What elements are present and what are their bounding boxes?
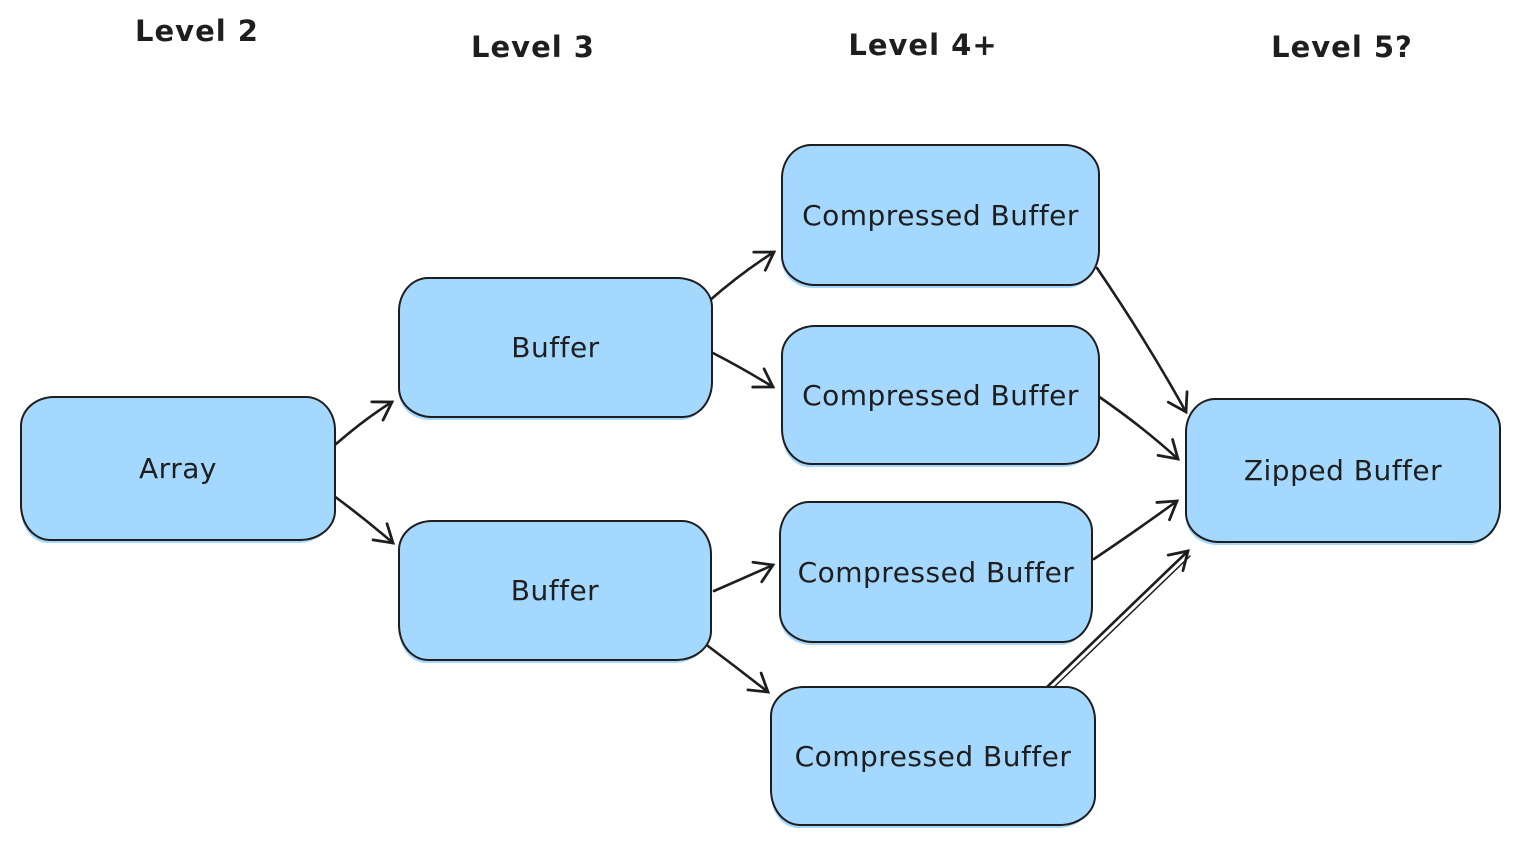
- edge-array-to-buffer-top: [334, 400, 395, 446]
- node-array[interactable]: Array: [20, 396, 336, 541]
- column-header-level-4: Level 4+: [848, 28, 998, 62]
- node-buffer-top[interactable]: Buffer: [398, 277, 713, 418]
- edge-compressed-4-to-zipped: [1044, 549, 1190, 690]
- node-array-label: Array: [139, 452, 217, 485]
- column-header-level-3: Level 3: [471, 30, 595, 64]
- edge-array-to-buffer-bottom: [332, 494, 395, 545]
- node-compressed-buffer-4-label: Compressed Buffer: [794, 739, 1072, 773]
- node-zipped-buffer[interactable]: Zipped Buffer: [1185, 398, 1501, 543]
- column-header-level-5: Level 5?: [1271, 30, 1413, 64]
- edge-compressed-4-to-zipped-sketch-stroke: [1049, 555, 1191, 692]
- node-compressed-buffer-3-label: Compressed Buffer: [797, 555, 1075, 589]
- node-buffer-bottom[interactable]: Buffer: [398, 520, 712, 661]
- edge-compressed-3-to-zipped: [1092, 499, 1180, 561]
- node-compressed-buffer-2[interactable]: Compressed Buffer: [781, 325, 1100, 465]
- node-compressed-buffer-2-label: Compressed Buffer: [802, 378, 1079, 412]
- edge-compressed-2-to-zipped: [1096, 394, 1180, 461]
- edge-buffer-bottom-to-compressed-4: [702, 641, 771, 694]
- node-compressed-buffer-1[interactable]: Compressed Buffer: [781, 144, 1100, 286]
- node-compressed-buffer-3[interactable]: Compressed Buffer: [779, 501, 1093, 643]
- edge-compressed-1-to-zipped: [1095, 266, 1189, 415]
- node-compressed-buffer-4[interactable]: Compressed Buffer: [770, 686, 1096, 826]
- node-zipped-buffer-label: Zipped Buffer: [1243, 454, 1443, 487]
- edge-buffer-top-to-compressed-1: [707, 250, 777, 303]
- node-buffer-bottom-label: Buffer: [510, 574, 600, 607]
- edge-buffer-bottom-to-compressed-3: [712, 560, 776, 593]
- edge-buffer-top-to-compressed-2: [711, 351, 776, 389]
- column-header-level-2: Level 2: [135, 14, 259, 48]
- node-buffer-top-label: Buffer: [511, 331, 600, 364]
- node-compressed-buffer-1-label: Compressed Buffer: [802, 198, 1079, 232]
